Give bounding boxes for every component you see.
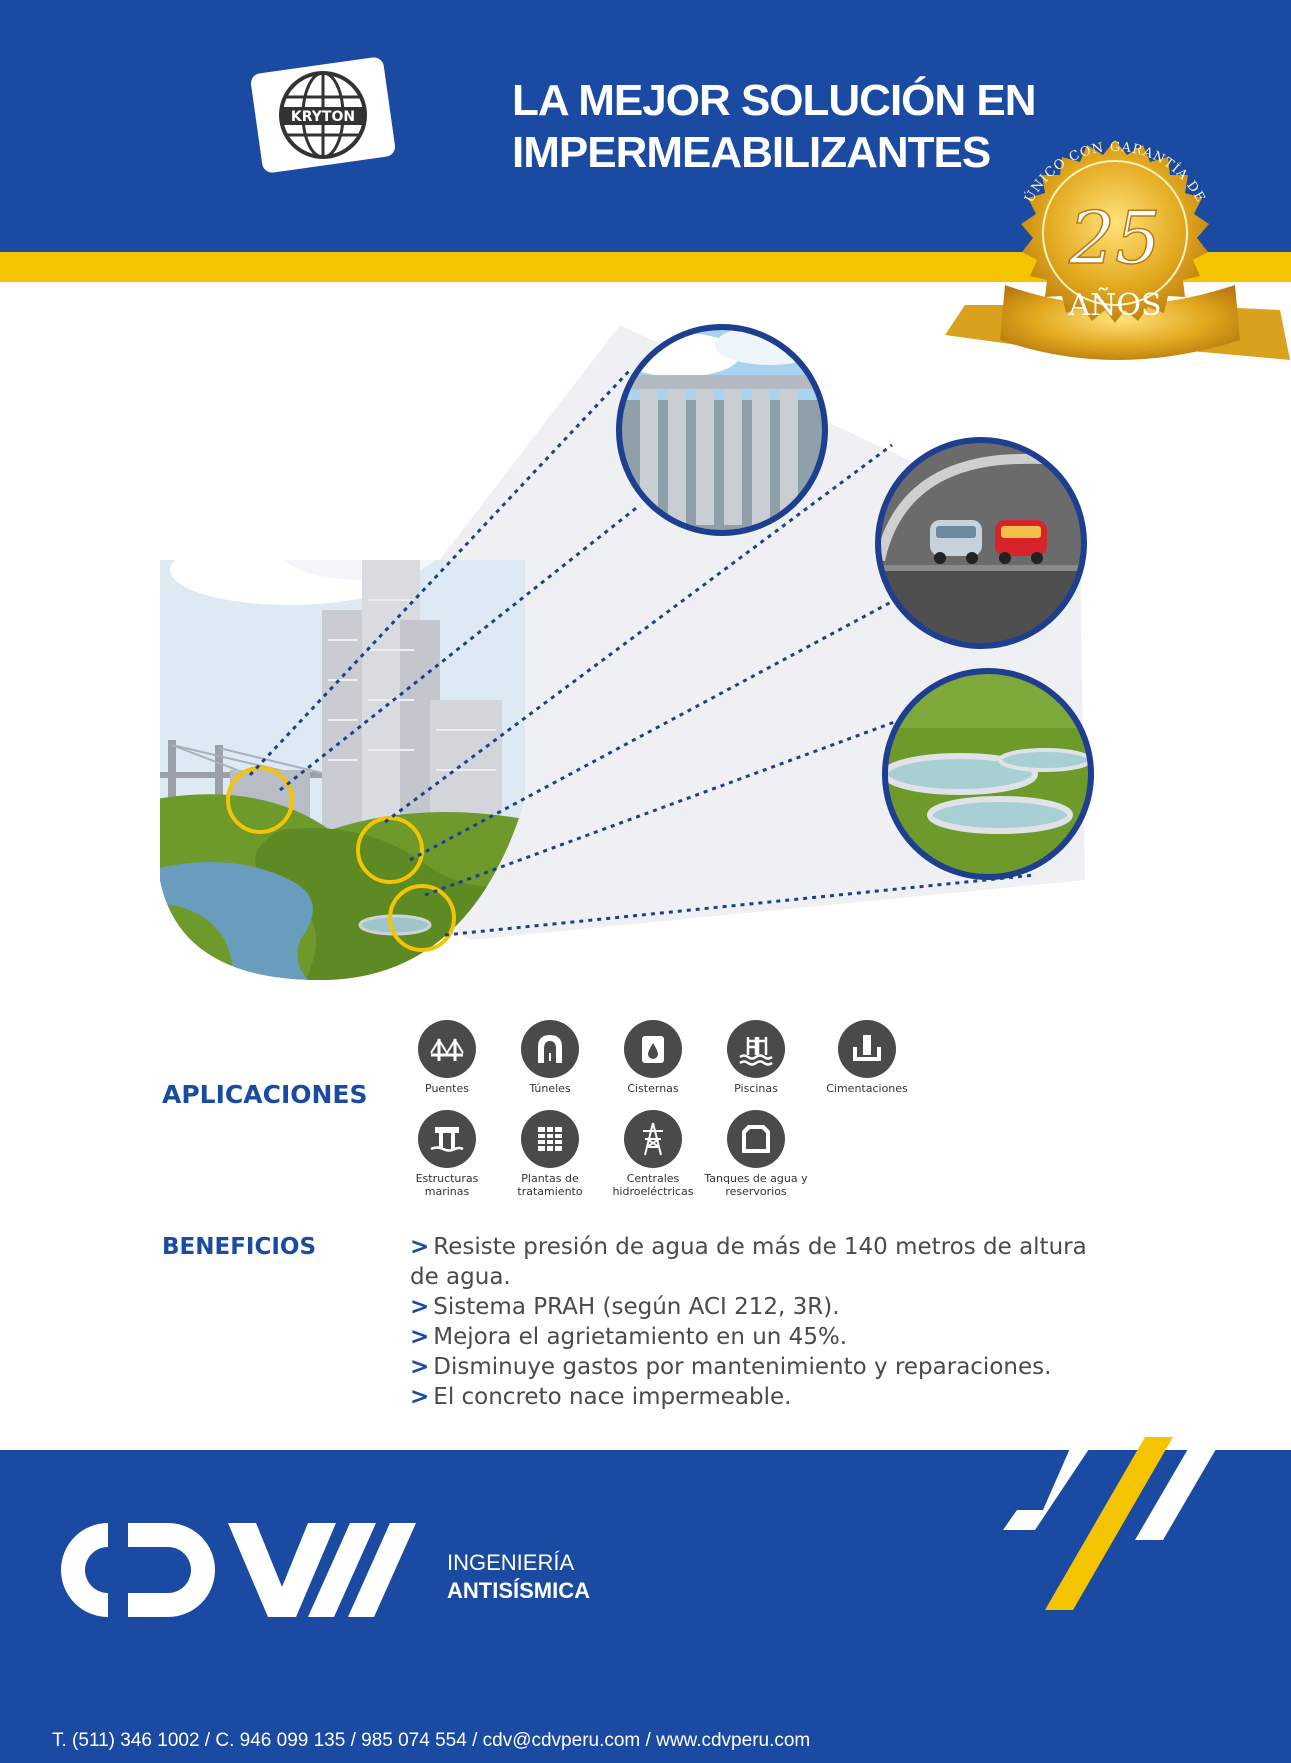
app-label: Cimentaciones xyxy=(826,1082,908,1095)
app-tunnels: Túneles xyxy=(495,1020,605,1095)
app-label: Túneles xyxy=(529,1082,571,1095)
benefit-text: Resiste presión de agua de más de 140 me… xyxy=(410,1234,1087,1290)
treatment-plant-icon xyxy=(521,1110,579,1168)
seal-number: 25 xyxy=(1068,196,1161,280)
bridge-icon xyxy=(418,1020,476,1078)
city-illustration xyxy=(160,324,1094,980)
contact-info: T. (511) 346 1002 / C. 946 099 135 / 985… xyxy=(52,1730,811,1751)
footer-band xyxy=(0,1450,1291,1763)
benefit-text: Disminuye gastos por mantenimiento y rep… xyxy=(433,1354,1052,1380)
benefits-title: BENEFICIOS xyxy=(162,1234,317,1260)
app-bridges: Puentes xyxy=(392,1020,502,1095)
benefit-item: >Sistema PRAH (según ACI 212, 3R). xyxy=(410,1292,1110,1322)
seal-bottom-text: AÑOS xyxy=(1067,287,1161,323)
app-pools: Piscinas xyxy=(701,1020,811,1095)
power-tower-icon xyxy=(624,1110,682,1168)
app-marine-structures: Estructuras marinas xyxy=(392,1110,502,1198)
app-label: Piscinas xyxy=(734,1082,778,1095)
benefit-item: >El concreto nace impermeable. xyxy=(410,1382,1110,1412)
app-cisterns: Cisternas xyxy=(598,1020,708,1095)
benefit-item: >Mejora el agrietamiento en un 45%. xyxy=(410,1322,1110,1352)
app-label: Estructuras marinas xyxy=(415,1172,479,1198)
chevron-right-icon: > xyxy=(410,1234,430,1260)
tunnel-icon xyxy=(521,1020,579,1078)
chevron-right-icon: > xyxy=(410,1354,430,1380)
headline: LA MEJOR SOLUCIÓN EN IMPERMEABILIZANTES xyxy=(512,75,1037,179)
brand-line-2: ANTISÍSMICA xyxy=(447,1578,590,1603)
pool-icon xyxy=(727,1020,785,1078)
cdv-logo xyxy=(61,1523,416,1617)
app-treatment-plants: Plantas de tratamiento xyxy=(495,1110,605,1198)
app-label: Centrales hidroeléctricas xyxy=(612,1172,694,1198)
applications-title: APLICACIONES xyxy=(162,1080,368,1109)
app-label: Cisternas xyxy=(627,1082,679,1095)
city-scene xyxy=(160,560,525,980)
headline-line-2: IMPERMEABILIZANTES xyxy=(512,128,991,177)
foundation-icon xyxy=(838,1020,896,1078)
benefit-item: >Disminuye gastos por mantenimiento y re… xyxy=(410,1352,1110,1382)
kryton-logo: KRYTON xyxy=(250,57,396,173)
benefits-list: >Resiste presión de agua de más de 140 m… xyxy=(410,1232,1110,1412)
benefit-text: Sistema PRAH (según ACI 212, 3R). xyxy=(433,1294,840,1320)
app-label: Tanques de agua y reservorios xyxy=(704,1172,808,1198)
app-label: Plantas de tratamiento xyxy=(517,1172,583,1198)
headline-line-1: LA MEJOR SOLUCIÓN EN xyxy=(512,76,1037,125)
yellow-slashes-decoration xyxy=(1003,1437,1223,1610)
chevron-right-icon: > xyxy=(410,1324,430,1350)
marine-structure-icon xyxy=(418,1110,476,1168)
cistern-icon xyxy=(624,1020,682,1078)
app-water-tanks: Tanques de agua y reservorios xyxy=(701,1110,811,1198)
guarantee-seal: ÚNICO CON GARANTÍA DE 25 AÑOS xyxy=(945,140,1290,360)
benefit-text: Mejora el agrietamiento en un 45%. xyxy=(433,1324,848,1350)
benefit-text: El concreto nace impermeable. xyxy=(433,1384,792,1410)
kryton-logo-text: KRYTON xyxy=(291,109,355,125)
app-label: Puentes xyxy=(425,1082,469,1095)
chevron-right-icon: > xyxy=(410,1294,430,1320)
brand-line-1: INGENIERÍA xyxy=(447,1550,575,1575)
chevron-right-icon: > xyxy=(410,1384,430,1410)
tank-icon xyxy=(727,1110,785,1168)
benefit-item: >Resiste presión de agua de más de 140 m… xyxy=(410,1232,1110,1292)
app-hydroelectric: Centrales hidroeléctricas xyxy=(598,1110,708,1198)
app-foundations: Cimentaciones xyxy=(812,1020,922,1095)
